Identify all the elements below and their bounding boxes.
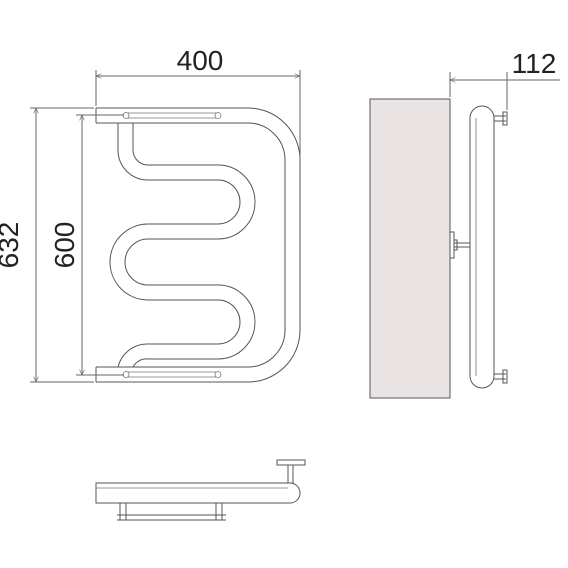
overall-height-label: 632 [0,222,24,269]
axis-height-dimension: 600 [49,115,124,375]
wall-block [369,98,451,399]
side-top-fitting [494,111,508,126]
width-label: 400 [177,45,224,76]
top-view-rail [117,503,226,521]
side-tube [469,105,495,389]
side-view [369,98,508,399]
axis-height-label: 600 [49,222,80,269]
top-rail [95,107,301,383]
depth-dimension: 112 [450,48,560,110]
wall-bracket [449,231,470,259]
top-mount [122,112,222,119]
top-view [95,459,306,521]
top-view-flange [276,459,306,484]
top-view-tube [95,482,301,504]
width-dimension: 400 [96,45,300,158]
overall-height-dimension: 632 [0,108,94,382]
front-view [95,107,301,383]
serpentine-pipe [109,123,256,368]
bottom-mount [122,371,222,378]
side-bottom-fitting [494,369,508,384]
depth-label: 112 [512,48,557,79]
